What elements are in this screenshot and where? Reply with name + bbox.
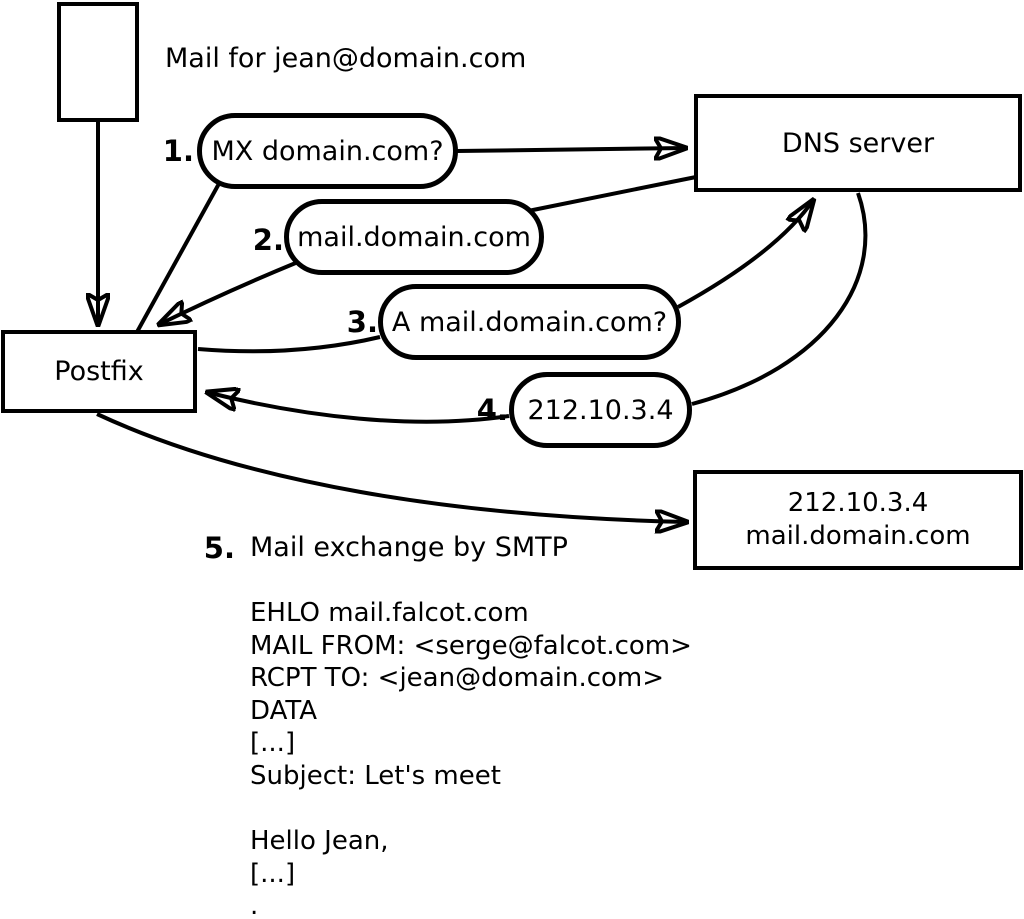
arrow-reply2-to-postfix bbox=[158, 260, 299, 325]
postfix-node: Postfix bbox=[1, 330, 197, 413]
line-dns-to-reply2 bbox=[527, 175, 697, 213]
reply-a-label: 212.10.3.4 bbox=[527, 394, 674, 426]
destination-hostname-label: mail.domain.com bbox=[745, 521, 971, 551]
step-5-label: Mail exchange by SMTP bbox=[250, 532, 568, 563]
reply-mx-pill: mail.domain.com bbox=[284, 199, 544, 275]
reply-a-pill: 212.10.3.4 bbox=[509, 372, 692, 448]
query-mx-pill: MX domain.com? bbox=[197, 113, 458, 189]
step-2-number: 2. bbox=[252, 223, 284, 257]
intro-label: Mail for jean@domain.com bbox=[165, 43, 527, 74]
query-a-label: A mail.domain.com? bbox=[391, 306, 668, 338]
arrow-query3-to-dns bbox=[677, 199, 814, 309]
line-postfix-to-query1 bbox=[135, 179, 223, 333]
dns-server-node-label: DNS server bbox=[781, 127, 935, 159]
step-5-number: 5. bbox=[203, 531, 235, 565]
destination-server-node: 212.10.3.4 mail.domain.com bbox=[693, 470, 1023, 570]
postfix-node-label: Postfix bbox=[54, 356, 144, 387]
line-postfix-to-query3 bbox=[197, 335, 381, 354]
arrow-reply4-to-postfix bbox=[206, 392, 510, 424]
mail-message-icon bbox=[57, 2, 139, 122]
query-mx-label: MX domain.com? bbox=[211, 135, 444, 167]
reply-mx-label: mail.domain.com bbox=[297, 221, 531, 253]
line-dns-to-reply4 bbox=[691, 192, 868, 406]
arrow-query1-to-dns bbox=[456, 148, 687, 151]
step-4-number: 4. bbox=[476, 393, 508, 427]
destination-ip-label: 212.10.3.4 bbox=[787, 488, 929, 518]
query-a-pill: A mail.domain.com? bbox=[378, 284, 681, 360]
arrow-smtp-to-destination bbox=[96, 412, 688, 522]
step-1-number: 1. bbox=[162, 134, 194, 168]
smtp-session-transcript: EHLO mail.falcot.com MAIL FROM: <serge@f… bbox=[250, 598, 692, 919]
step-3-number: 3. bbox=[346, 305, 378, 339]
dns-server-node: DNS server bbox=[694, 94, 1022, 192]
